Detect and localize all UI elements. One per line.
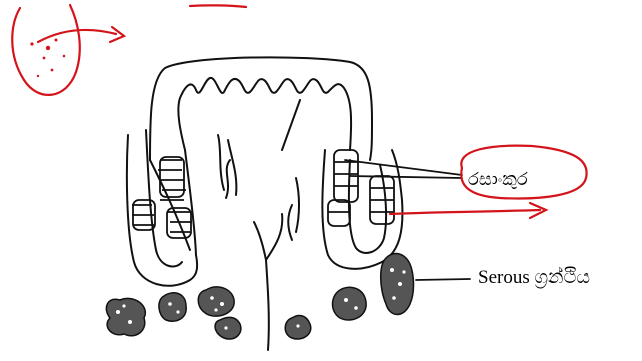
leader-serous <box>416 279 470 280</box>
interior-line-1 <box>282 100 300 150</box>
red-underline-arrow <box>390 210 540 214</box>
red-top-dash <box>190 5 246 7</box>
serous-cluster-3 <box>198 287 234 316</box>
vessel-right-1 <box>296 178 299 232</box>
serous-cluster-2 <box>159 293 186 321</box>
serous-cluster-1 <box>106 298 145 335</box>
serous-cluster-6 <box>333 287 367 320</box>
serous-cluster-7 <box>381 254 414 315</box>
label-serous-gland: Serous ග්‍රන්ථිය <box>478 268 590 287</box>
red-arrow-head <box>110 27 124 42</box>
vessel-right-2 <box>288 205 292 240</box>
serous-cluster-4 <box>215 317 241 339</box>
villus-inner-wavy-lining <box>178 78 351 150</box>
left-crypt-cells <box>132 157 192 238</box>
leader-rasa-1 <box>345 160 462 175</box>
red-arrow-shaft <box>38 30 116 42</box>
red-loop-stroke <box>12 5 80 95</box>
serous-glands <box>106 254 413 340</box>
interior-line-3 <box>228 140 236 195</box>
villus-interior-lines <box>218 100 300 350</box>
label-rasankura: රසාංකුර <box>468 170 528 188</box>
villus-outline <box>150 57 372 160</box>
red-dots <box>30 39 65 78</box>
left-crypt-inner <box>146 130 182 266</box>
interior-line-2 <box>218 135 224 190</box>
interior-line-4 <box>226 160 230 198</box>
central-vessel-branch <box>266 214 282 260</box>
central-vessel <box>254 222 269 350</box>
leader-rasa-2 <box>350 176 462 178</box>
